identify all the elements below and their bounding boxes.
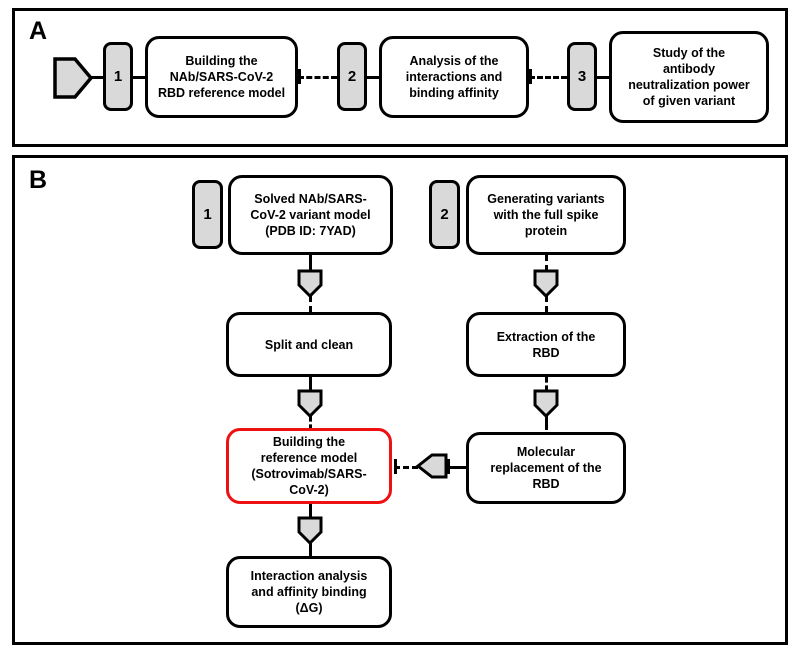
connector-b-left-1b bbox=[309, 296, 312, 312]
step-badge-a-1: 1 bbox=[103, 42, 133, 111]
arrow-down-2-icon bbox=[297, 389, 323, 419]
node-a-study-neutralization: Study of the antibody neutralization pow… bbox=[609, 31, 769, 123]
connector-a-step2-to-box2 bbox=[367, 76, 379, 79]
node-b-solved-variant-model-text: Solved NAb/SARS- CoV-2 variant model (PD… bbox=[250, 192, 371, 238]
connector-b-right-1b bbox=[545, 296, 548, 312]
step-badge-b-1: 1 bbox=[192, 180, 223, 249]
node-b-split-and-clean: Split and clean bbox=[226, 312, 392, 377]
node-b-split-and-clean-text: Split and clean bbox=[264, 337, 354, 352]
step-badge-a-3-label: 3 bbox=[577, 68, 587, 85]
node-a-analysis-interactions-text: Analysis of the interactions and binding… bbox=[405, 54, 503, 100]
connector-b-left-3a bbox=[309, 504, 312, 518]
node-b-interaction-analysis-text: Interaction analysis and affinity bindin… bbox=[250, 569, 368, 615]
node-a-analysis-interactions: Analysis of the interactions and binding… bbox=[379, 36, 529, 118]
node-b-generating-variants-text: Generating variants with the full spike … bbox=[487, 192, 605, 238]
arrow-left-1-icon bbox=[415, 453, 448, 479]
panel-b-label: B bbox=[29, 166, 48, 194]
arrow-down-3-icon bbox=[297, 516, 323, 546]
connector-a-step3-to-box3 bbox=[597, 76, 609, 79]
connector-b-left-1a bbox=[309, 255, 312, 271]
node-b-extraction-rbd-text: Extraction of the RBD bbox=[496, 329, 596, 360]
pentagon-arrow-right-icon bbox=[53, 57, 94, 99]
connector-tick-b-left bbox=[394, 459, 397, 474]
connector-dash-a1 bbox=[298, 76, 337, 79]
step-badge-b-1-label: 1 bbox=[203, 206, 212, 223]
node-b-molecular-replacement-text: Molecular replacement of the RBD bbox=[490, 445, 602, 491]
node-b-building-reference-model: Building the reference model (Sotrovimab… bbox=[226, 428, 392, 504]
step-badge-a-2: 2 bbox=[337, 42, 367, 111]
connector-b-left-2b bbox=[309, 416, 312, 430]
node-a-building-reference-model-text: Building the NAb/SARS-CoV-2 RBD referenc… bbox=[157, 54, 286, 100]
panel-b: B bbox=[12, 155, 788, 645]
step-badge-b-2: 2 bbox=[429, 180, 460, 249]
panel-a-label: A bbox=[29, 17, 48, 45]
connector-a-step1-to-box1 bbox=[133, 76, 145, 79]
connector-tick-b-right bbox=[447, 459, 450, 474]
connector-b-cross-dash bbox=[394, 466, 418, 469]
node-b-interaction-analysis: Interaction analysis and affinity bindin… bbox=[226, 556, 392, 628]
connector-b-cross-right bbox=[447, 466, 466, 469]
node-b-molecular-replacement: Molecular replacement of the RBD bbox=[466, 432, 626, 504]
step-badge-a-1-label: 1 bbox=[113, 68, 123, 85]
step-badge-a-3: 3 bbox=[567, 42, 597, 111]
node-a-study-neutralization-text: Study of the antibody neutralization pow… bbox=[628, 46, 750, 108]
arrow-down-1-icon bbox=[297, 269, 323, 299]
node-b-generating-variants: Generating variants with the full spike … bbox=[466, 175, 626, 255]
node-b-extraction-rbd: Extraction of the RBD bbox=[466, 312, 626, 377]
connector-b-right-2a bbox=[545, 377, 548, 391]
connector-dash-a2 bbox=[529, 76, 567, 79]
connector-b-right-1a bbox=[545, 255, 548, 271]
connector-start-to-step1 bbox=[91, 76, 103, 79]
node-b-building-reference-model-text: Building the reference model (Sotrovimab… bbox=[251, 435, 367, 497]
node-b-solved-variant-model: Solved NAb/SARS- CoV-2 variant model (PD… bbox=[228, 175, 393, 255]
arrow-down-5-icon bbox=[533, 389, 559, 419]
step-badge-b-2-label: 2 bbox=[440, 206, 449, 223]
connector-b-left-2a bbox=[309, 377, 312, 391]
arrow-down-4-icon bbox=[533, 269, 559, 299]
step-badge-a-2-label: 2 bbox=[347, 68, 357, 85]
connector-b-right-2b bbox=[545, 416, 548, 430]
connector-b-left-3b bbox=[309, 543, 312, 557]
node-a-building-reference-model: Building the NAb/SARS-CoV-2 RBD referenc… bbox=[145, 36, 298, 118]
